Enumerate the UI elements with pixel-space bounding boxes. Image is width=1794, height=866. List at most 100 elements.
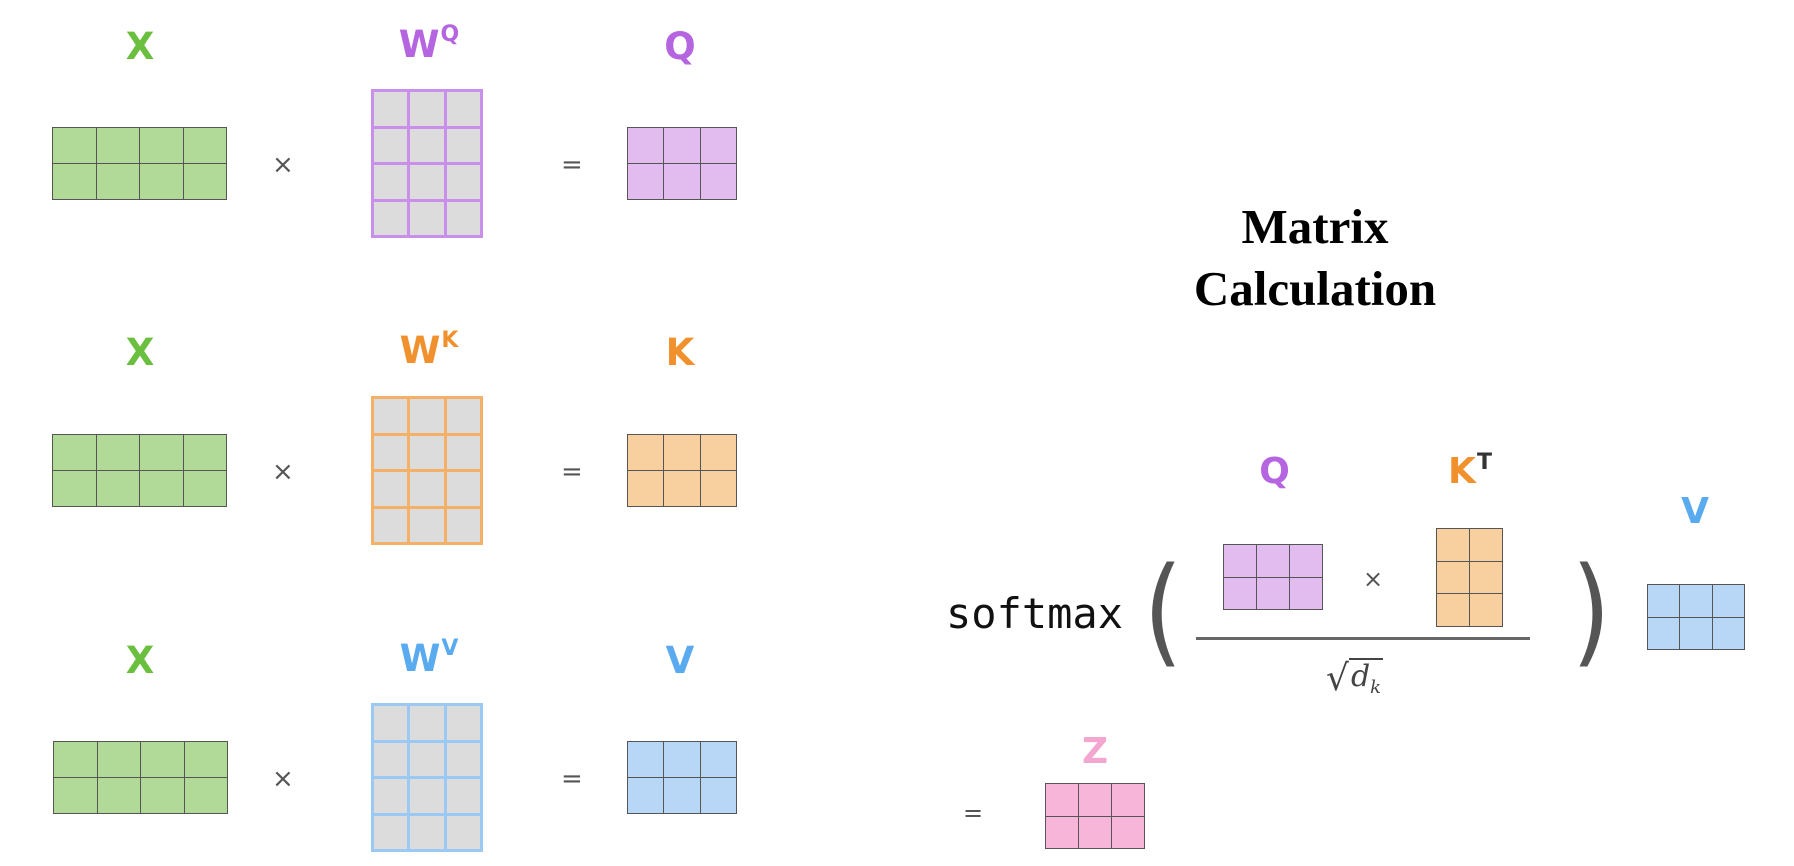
formula-kt-matrix <box>1436 528 1503 627</box>
open-paren: ( <box>1143 541 1183 679</box>
matrix-cell <box>410 435 444 469</box>
matrix-cell <box>446 742 480 776</box>
formula-t-sup: T <box>1476 450 1492 475</box>
row1-x-matrix <box>52 127 227 200</box>
matrix-cell <box>700 471 736 506</box>
row2-k-label: K <box>665 331 695 374</box>
matrix-cell <box>664 164 700 199</box>
row2-w-text: W <box>399 329 441 372</box>
radical-sign: √ <box>1326 658 1349 699</box>
row3-times: × <box>272 764 294 794</box>
matrix-cell <box>96 471 139 506</box>
matrix-cell <box>446 165 480 199</box>
formula-z-matrix <box>1045 783 1145 849</box>
matrix-cell <box>628 164 664 199</box>
matrix-cell <box>97 742 140 777</box>
matrix-cell <box>184 778 227 813</box>
matrix-cell <box>53 471 96 506</box>
matrix-cell <box>140 164 183 199</box>
formula-q-matrix <box>1223 544 1323 610</box>
row3-w-sup: V <box>441 636 459 661</box>
row1-wq-matrix <box>371 89 483 238</box>
matrix-cell <box>53 435 96 470</box>
matrix-cell <box>446 779 480 813</box>
close-paren: ) <box>1571 541 1611 679</box>
sqrt-radicand: dk <box>1348 658 1384 698</box>
row3-equals: = <box>561 764 583 794</box>
matrix-cell <box>1290 577 1322 609</box>
matrix-cell <box>1680 617 1712 649</box>
matrix-cell <box>1046 784 1078 816</box>
row1-q-label: Q <box>664 25 696 68</box>
matrix-cell <box>53 128 96 163</box>
matrix-cell <box>628 778 664 813</box>
matrix-cell <box>446 92 480 126</box>
matrix-cell <box>374 815 408 849</box>
matrix-cell <box>664 128 700 163</box>
matrix-cell <box>54 778 97 813</box>
matrix-cell <box>1680 585 1712 617</box>
row1-x-label: X <box>125 25 155 68</box>
matrix-cell <box>410 742 444 776</box>
matrix-cell <box>410 128 444 162</box>
matrix-cell <box>410 779 444 813</box>
row3-wv-label: WV <box>364 637 494 680</box>
matrix-cell <box>446 472 480 506</box>
formula-v-label: V <box>1681 491 1709 532</box>
matrix-cell <box>410 165 444 199</box>
diagram-title: Matrix Calculation <box>1193 199 1437 316</box>
matrix-cell <box>374 472 408 506</box>
matrix-cell <box>374 742 408 776</box>
matrix-cell <box>1712 617 1744 649</box>
row2-k-matrix <box>627 434 737 507</box>
matrix-cell <box>628 128 664 163</box>
matrix-cell <box>184 742 227 777</box>
matrix-cell <box>1257 545 1289 577</box>
row2-x-matrix <box>52 434 227 507</box>
matrix-cell <box>1648 585 1680 617</box>
matrix-cell <box>1224 545 1256 577</box>
sqrt-dk: √dk <box>1326 658 1384 699</box>
matrix-cell <box>1437 529 1469 561</box>
matrix-cell <box>446 815 480 849</box>
matrix-cell <box>141 778 184 813</box>
matrix-cell <box>1112 816 1144 848</box>
matrix-cell <box>96 435 139 470</box>
row1-equals: = <box>561 150 583 180</box>
denominator-sub: k <box>1370 677 1382 698</box>
matrix-cell <box>1470 561 1502 594</box>
matrix-cell <box>183 435 226 470</box>
matrix-cell <box>374 706 408 740</box>
matrix-cell <box>96 128 139 163</box>
row2-times: × <box>272 457 294 487</box>
matrix-cell <box>700 435 736 470</box>
formula-v-matrix <box>1647 584 1745 650</box>
matrix-cell <box>410 201 444 235</box>
matrix-cell <box>664 435 700 470</box>
matrix-cell <box>1470 529 1502 561</box>
matrix-cell <box>446 128 480 162</box>
denominator-var: d <box>1350 659 1371 694</box>
row1-q-matrix <box>627 127 737 200</box>
matrix-cell <box>374 435 408 469</box>
matrix-cell <box>410 508 444 542</box>
matrix-cell <box>628 435 664 470</box>
matrix-cell <box>183 471 226 506</box>
row2-equals: = <box>561 457 583 487</box>
matrix-cell <box>1079 816 1111 848</box>
matrix-cell <box>446 508 480 542</box>
row1-wq-label: WQ <box>364 24 494 64</box>
matrix-cell <box>140 128 183 163</box>
matrix-cell <box>410 706 444 740</box>
formula-times: × <box>1363 565 1384 593</box>
matrix-cell <box>410 472 444 506</box>
row2-wk-matrix <box>371 396 483 545</box>
matrix-cell <box>700 128 736 163</box>
row3-wv-matrix <box>371 703 483 852</box>
matrix-cell <box>140 435 183 470</box>
matrix-cell <box>374 779 408 813</box>
row3-w-text: W <box>399 637 441 680</box>
matrix-cell <box>54 742 97 777</box>
matrix-cell <box>374 508 408 542</box>
row2-w-sup: K <box>441 328 459 353</box>
